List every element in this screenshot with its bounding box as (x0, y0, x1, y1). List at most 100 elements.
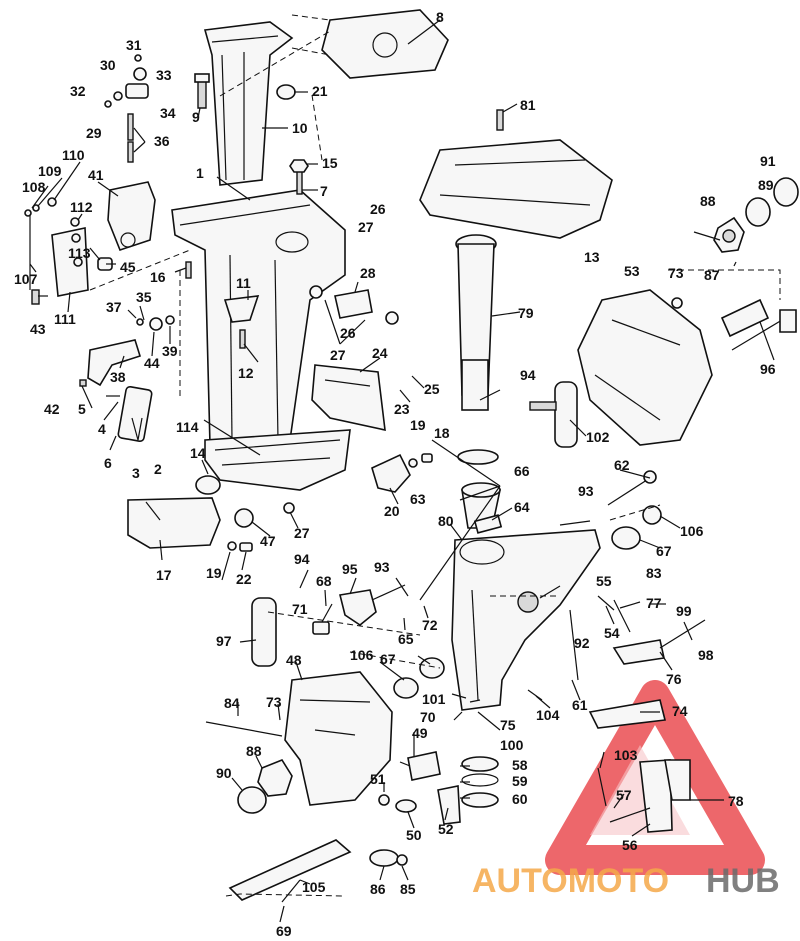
part-label-77: 77 (646, 595, 662, 611)
part-label-114: 114 (176, 419, 199, 435)
part-label-50: 50 (406, 827, 422, 843)
part-label-19b: 19 (206, 565, 222, 581)
part-label-107: 107 (14, 271, 38, 287)
part-label-53: 53 (624, 263, 640, 279)
part-label-62: 62 (614, 457, 630, 473)
swivel-tube-part (455, 234, 497, 411)
part-label-75: 75 (500, 717, 516, 733)
part-label-98: 98 (698, 647, 714, 663)
part-label-6: 6 (104, 455, 112, 471)
part-label-89: 89 (758, 177, 774, 193)
watermark-text: AUTOMOTO HUB (472, 862, 780, 900)
part-label-18: 18 (434, 425, 450, 441)
part-label-61: 61 (572, 697, 588, 713)
part-label-48: 48 (286, 652, 302, 668)
part-label-72: 72 (422, 617, 438, 633)
part-label-93b: 93 (374, 559, 390, 575)
small-washers-left (24, 197, 113, 305)
part-label-37: 37 (106, 299, 122, 315)
part-label-47: 47 (260, 533, 276, 549)
part-label-69: 69 (276, 923, 292, 939)
part-label-99: 99 (676, 603, 692, 619)
part-number-labels: 1 2 3 4 5 6 7 8 9 10 11 12 13 14 15 16 1… (14, 9, 776, 939)
grommet-part (276, 84, 296, 100)
part-label-111: 111 (54, 311, 76, 327)
part-label-108: 108 (22, 179, 46, 195)
part-label-38: 38 (110, 369, 126, 385)
clamp-bracket-right (577, 289, 713, 446)
part-label-27b: 27 (330, 347, 346, 363)
tilt-tube-hardware (671, 297, 797, 351)
part-label-58: 58 (512, 757, 528, 773)
leader-lines (29, 19, 775, 923)
part-label-51: 51 (370, 771, 386, 787)
watermark-text-part1: AUTOMOTO (472, 862, 669, 900)
part-label-3: 3 (132, 465, 140, 481)
part-label-11: 11 (236, 275, 251, 291)
part-label-22: 22 (236, 571, 252, 587)
bushing-set (457, 449, 503, 534)
part-label-24: 24 (372, 345, 388, 361)
part-label-16: 16 (150, 269, 166, 285)
part-label-59: 59 (512, 773, 528, 789)
part-label-67a: 67 (656, 543, 672, 559)
part-label-91: 91 (760, 153, 776, 169)
part-label-113: 113 (68, 245, 91, 261)
part-label-76: 76 (666, 671, 682, 687)
part-label-26a: 26 (370, 201, 386, 217)
part-label-19a: 19 (410, 417, 426, 433)
part-label-2: 2 (154, 461, 162, 477)
part-label-13: 13 (584, 249, 600, 265)
part-label-73b: 73 (266, 694, 282, 710)
part-label-81: 81 (520, 97, 536, 113)
rings-58-60 (461, 756, 499, 808)
upper-mount-bracket (419, 109, 613, 239)
brace-105 (228, 839, 352, 903)
part-label-102: 102 (586, 429, 610, 445)
part-label-66: 66 (514, 463, 530, 479)
thumb-screw-left (205, 721, 293, 814)
adapter-plate-part (291, 9, 449, 79)
part-label-55: 55 (596, 573, 612, 589)
part-label-74: 74 (672, 703, 688, 719)
part-label-30: 30 (100, 57, 116, 73)
part-label-4: 4 (98, 421, 106, 437)
part-label-93a: 93 (578, 483, 594, 499)
part-label-88a: 88 (700, 193, 716, 209)
part-label-57: 57 (616, 787, 632, 803)
part-label-109: 109 (38, 163, 62, 179)
assembly-guide-lines (89, 29, 781, 897)
part-label-39: 39 (162, 343, 178, 359)
part-label-71: 71 (292, 601, 308, 617)
part-label-15: 15 (322, 155, 338, 171)
part-label-67b: 67 (380, 651, 396, 667)
part-label-36: 36 (154, 133, 170, 149)
part-label-25: 25 (424, 381, 440, 397)
part-label-64: 64 (514, 499, 530, 515)
part-label-84: 84 (224, 695, 240, 711)
part-label-54: 54 (604, 625, 620, 641)
part-label-86: 86 (370, 881, 386, 897)
nut-47 (234, 502, 295, 528)
part-label-29: 29 (86, 125, 102, 141)
part-label-34: 34 (160, 105, 176, 121)
tilt-pin-62-93 (559, 470, 662, 550)
lower-housing-base (204, 429, 351, 491)
bushing-group-mid (393, 657, 445, 699)
part-label-106a: 106 (680, 523, 704, 539)
part-label-31: 31 (126, 37, 142, 53)
steering-bracket-part (107, 181, 156, 251)
part-label-60: 60 (512, 791, 528, 807)
part-label-104: 104 (536, 707, 560, 723)
part-label-35: 35 (136, 289, 152, 305)
part-label-7: 7 (320, 183, 328, 199)
part-label-100: 100 (500, 737, 524, 753)
spring-28 (309, 285, 399, 325)
tilt-lock-parts (79, 315, 175, 443)
part-label-23: 23 (394, 401, 410, 417)
part-label-45: 45 (120, 259, 136, 275)
thumb-screw-group (713, 177, 799, 253)
part-label-9: 9 (192, 109, 200, 125)
part-label-26b: 26 (340, 325, 356, 341)
cover-part (127, 497, 221, 549)
